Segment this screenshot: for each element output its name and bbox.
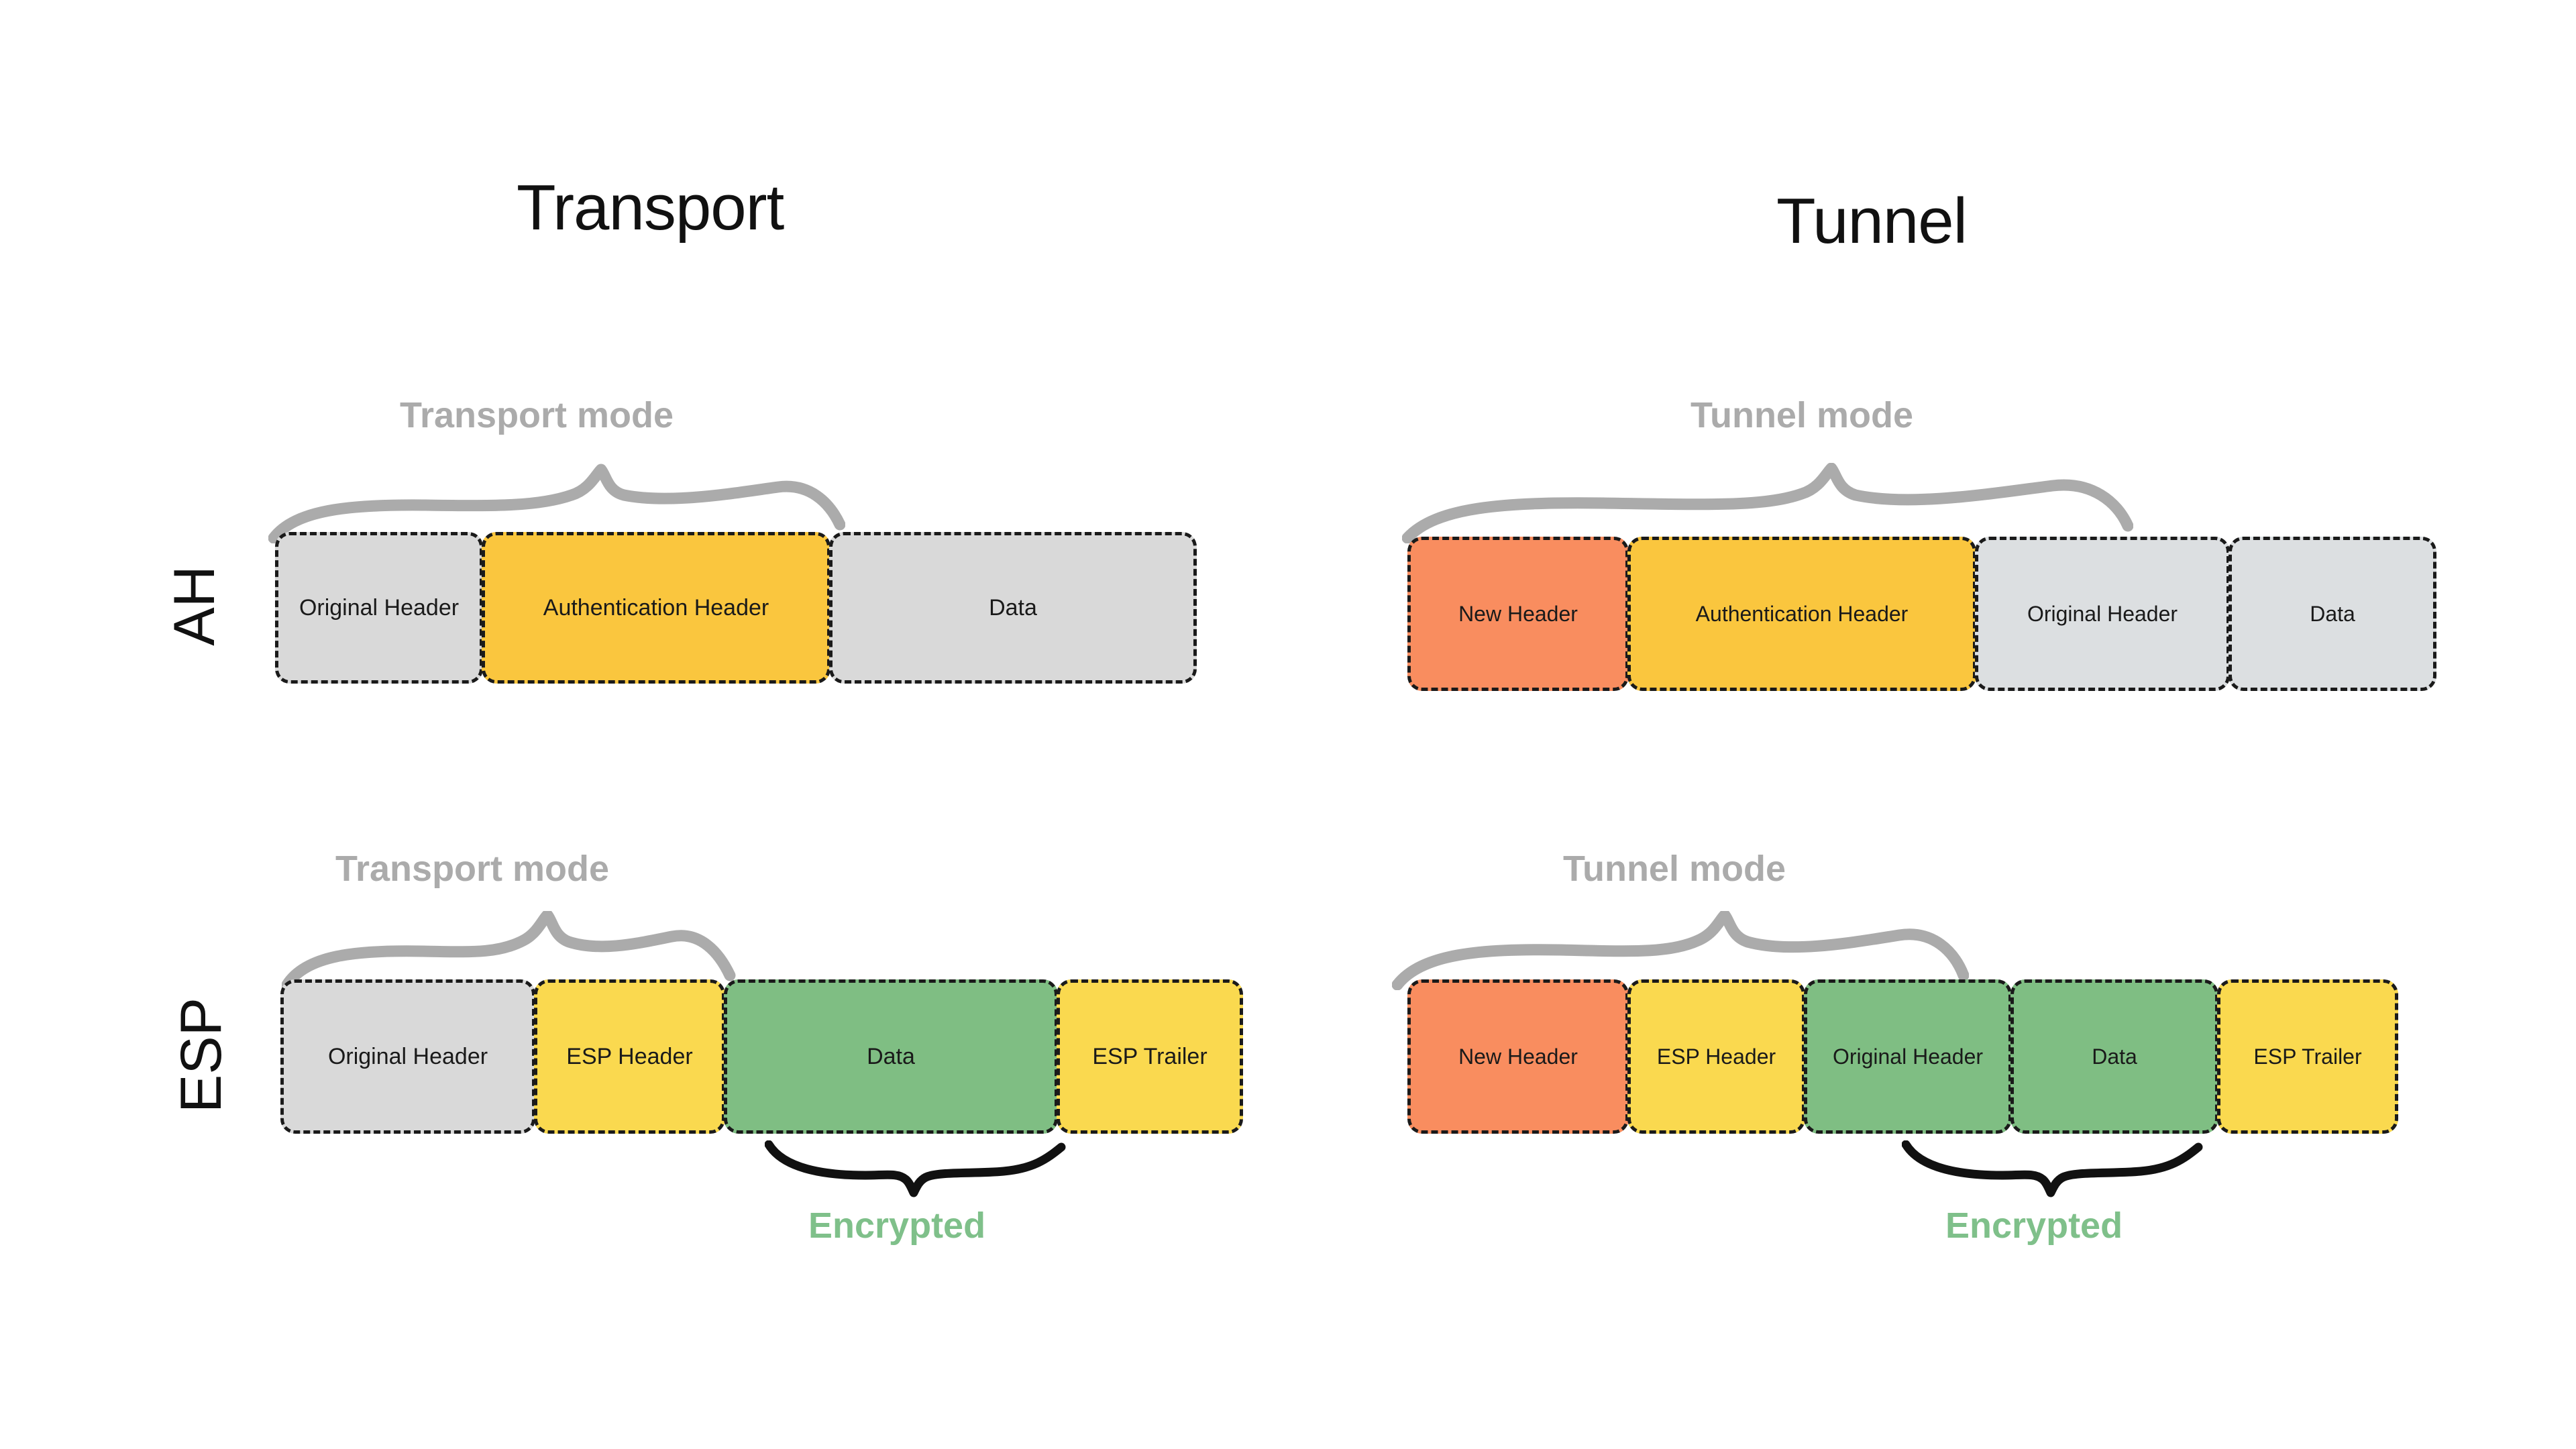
packet-row-esp-transport: Original Header ESP Header Data ESP Trailer (280, 979, 1243, 1134)
packet-field-label: ESP Trailer (2253, 1044, 2362, 1069)
packet-field: Original Header (275, 532, 483, 684)
packet-field-label: ESP Header (566, 1044, 693, 1069)
packet-row-ah-transport: Original Header Authentication Header Data (275, 532, 1197, 684)
packet-field-label: Original Header (2027, 602, 2178, 626)
packet-field: Original Header (1975, 537, 2230, 691)
row-label-ah: AH (162, 566, 227, 646)
encrypted-brace-transport (765, 1140, 1066, 1197)
packet-field: Authentication Header (1627, 537, 1976, 691)
packet-row-esp-tunnel: New Header ESP Header Original Header Data E… (1407, 979, 2398, 1134)
packet-row-ah-tunnel: New Header Authentication Header Original … (1407, 537, 2436, 691)
packet-field-label: Authentication Header (543, 595, 769, 621)
coverage-brace-esp-transport (282, 911, 736, 990)
packet-field-label: Data (2092, 1044, 2137, 1069)
coverage-brace-esp-tunnel (1392, 911, 1969, 990)
caption-ah-tunnel-mode: Tunnel mode (1690, 395, 1913, 435)
packet-field: Authentication Header (482, 532, 830, 684)
packet-field: Original Header (1804, 979, 2012, 1134)
packet-field: New Header (1407, 979, 1629, 1134)
caption-esp-transport-mode: Transport mode (335, 849, 610, 889)
packet-field-label: Data (867, 1044, 915, 1069)
packet-field: ESP Header (1627, 979, 1805, 1134)
column-title-tunnel: Tunnel (1776, 185, 1968, 257)
caption-esp-tunnel-mode: Tunnel mode (1563, 849, 1786, 889)
packet-field: ESP Trailer (1057, 979, 1243, 1134)
packet-field-label: ESP Header (1656, 1044, 1776, 1069)
column-title-transport: Transport (517, 172, 784, 244)
packet-field: Data (2229, 537, 2436, 691)
packet-field: New Header (1407, 537, 1629, 691)
packet-field-label: Original Header (1832, 1044, 1984, 1069)
encrypted-label-transport: Encrypted (808, 1205, 986, 1246)
packet-field-label: New Header (1458, 1044, 1578, 1069)
coverage-brace-ah-tunnel (1402, 463, 2133, 543)
coverage-brace-ah-transport (268, 464, 845, 543)
packet-field-label: Data (2310, 602, 2355, 626)
packet-field-label: Original Header (299, 595, 460, 621)
packet-field-label: Data (989, 595, 1037, 621)
packet-field-label: ESP Trailer (1092, 1044, 1208, 1069)
packet-field: ESP Header (534, 979, 725, 1134)
packet-field-label: Original Header (327, 1044, 488, 1069)
encrypted-label-tunnel: Encrypted (1945, 1205, 2123, 1246)
packet-field: Data (2010, 979, 2218, 1134)
packet-field: Data (829, 532, 1197, 684)
packet-field-label: Authentication Header (1695, 602, 1909, 626)
encrypted-brace-tunnel (1902, 1140, 2203, 1197)
packet-field-label: New Header (1458, 602, 1578, 626)
caption-ah-transport-mode: Transport mode (400, 395, 674, 435)
packet-field: Data (724, 979, 1058, 1134)
row-label-esp: ESP (169, 997, 233, 1114)
packet-field: Original Header (280, 979, 535, 1134)
packet-field: ESP Trailer (2217, 979, 2398, 1134)
